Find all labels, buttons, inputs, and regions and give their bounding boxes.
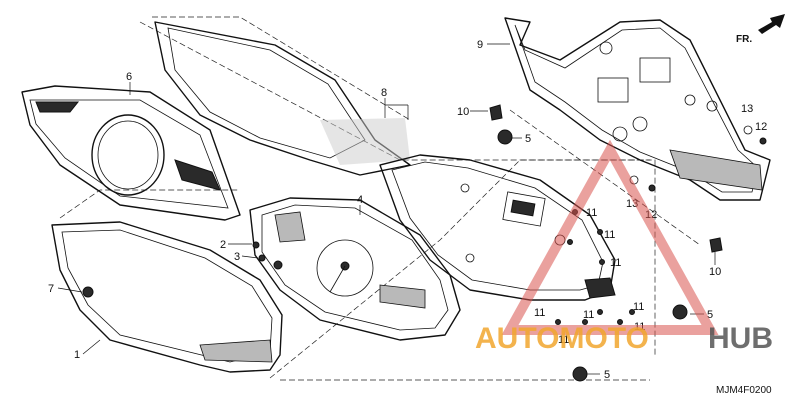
callout-11-e: 11 xyxy=(583,309,594,321)
callout-12-right: 12 xyxy=(755,121,767,133)
callout-8: 8 xyxy=(381,87,387,99)
watermark: AUTOMOTO HUB xyxy=(475,139,773,355)
callout-11-h: 11 xyxy=(558,334,569,346)
meter-panel-part xyxy=(21,85,241,221)
screw-parts xyxy=(252,241,283,270)
front-direction-indicator: FR. xyxy=(736,14,785,45)
callout-10-lower: 10 xyxy=(709,266,721,278)
callout-7: 7 xyxy=(48,283,54,295)
callout-2: 2 xyxy=(220,239,226,251)
assembly-boundary-lines xyxy=(59,16,701,381)
callout-3: 3 xyxy=(234,251,240,263)
front-direction-label: FR. xyxy=(736,34,752,45)
callout-1: 1 xyxy=(74,349,80,361)
meter-assembly-part xyxy=(249,197,461,341)
callout-10-upper: 10 xyxy=(457,106,469,118)
leader-lines xyxy=(57,43,716,375)
callout-5-right: 5 xyxy=(707,309,713,321)
callout-5-bottom: 5 xyxy=(604,369,610,381)
upper-cover-part xyxy=(504,17,771,201)
watermark-text-primary: AUTOMOTO xyxy=(475,322,649,355)
callout-11-a: 11 xyxy=(586,207,597,219)
diagram-code: MJM4F0200 xyxy=(716,385,772,396)
callout-11-c: 11 xyxy=(610,257,621,269)
callout-13-right: 13 xyxy=(741,103,753,115)
front-arrow-icon xyxy=(758,14,785,34)
callout-4: 4 xyxy=(357,194,363,206)
watermark-triangle-icon xyxy=(501,139,719,335)
fastener-parts xyxy=(489,104,767,382)
rear-housing-part xyxy=(379,154,616,301)
meter-case-part xyxy=(51,221,283,373)
callout-11-b: 11 xyxy=(604,229,615,241)
callout-numbers: 6 8 4 2 3 7 1 9 10 5 13 12 13 12 11 11 1… xyxy=(48,39,767,381)
callout-5-upper: 5 xyxy=(525,133,531,145)
callout-11-f: 11 xyxy=(534,307,545,319)
callout-6: 6 xyxy=(126,71,132,83)
callout-11-d: 11 xyxy=(633,301,644,313)
watermark-text-secondary: HUB xyxy=(708,322,773,355)
meter-lens-part xyxy=(154,21,411,176)
callout-9: 9 xyxy=(477,39,483,51)
